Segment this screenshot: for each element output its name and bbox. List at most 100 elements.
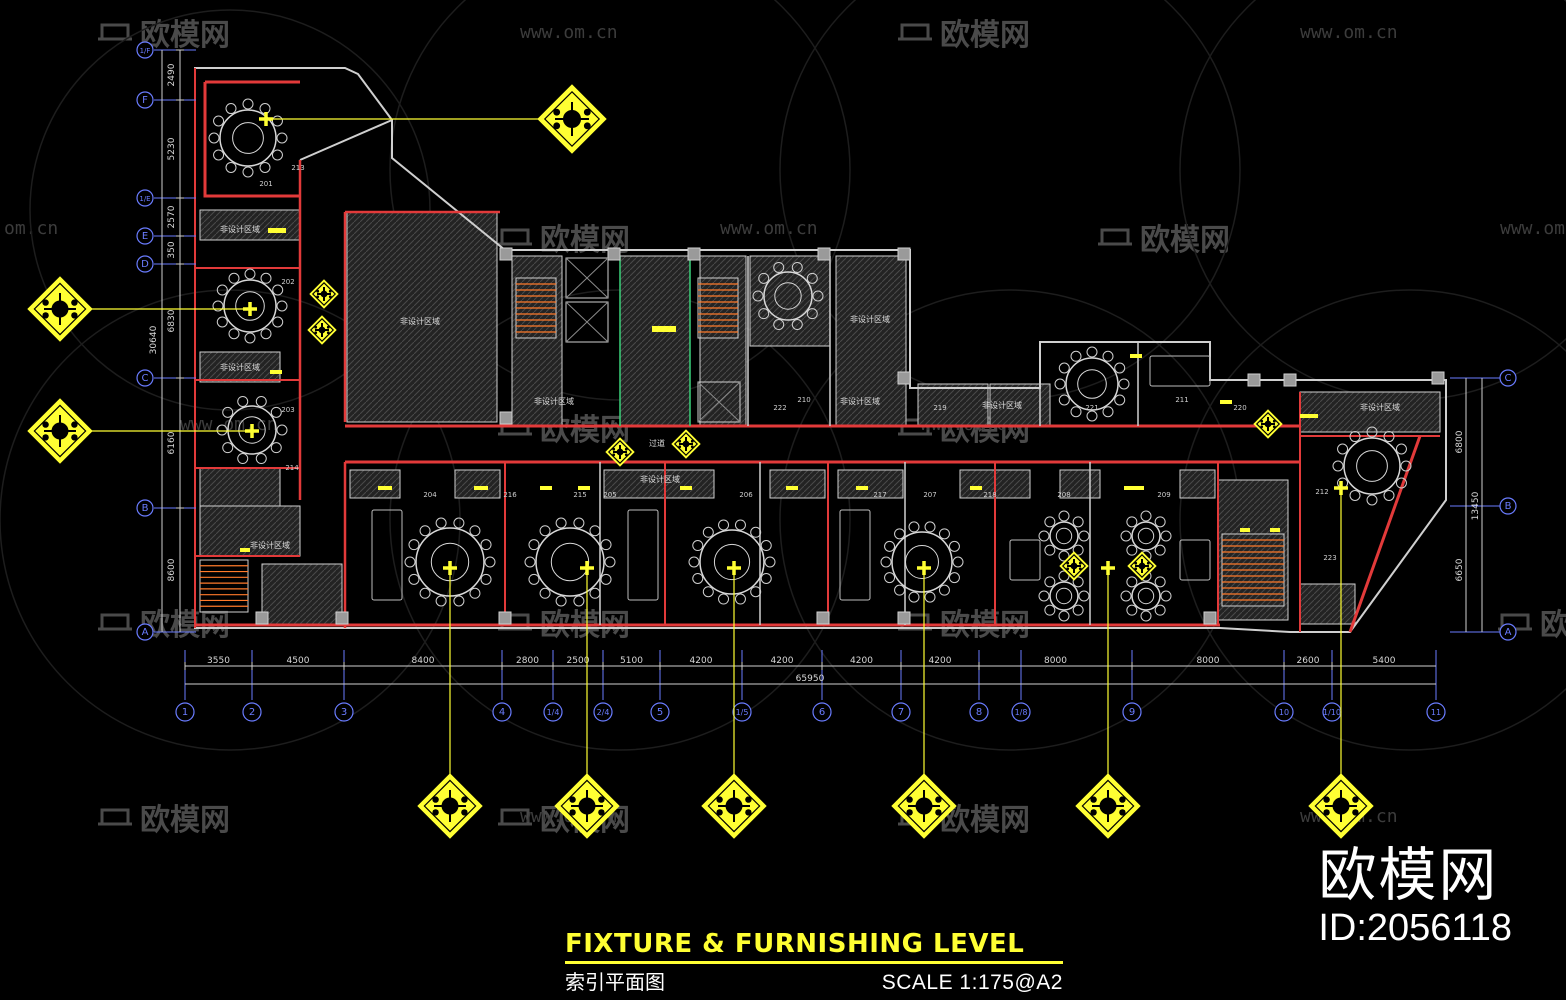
chair — [760, 572, 772, 584]
non-design-area-label: 非设计区域 — [534, 396, 574, 406]
round-dining-table — [1120, 510, 1172, 562]
index-cross — [44, 415, 76, 447]
chair — [806, 272, 818, 284]
chair — [702, 586, 714, 598]
structural-column — [897, 371, 911, 385]
chair — [1058, 610, 1070, 622]
index-dot — [1078, 567, 1082, 571]
chair — [1044, 516, 1056, 528]
chair — [908, 591, 920, 603]
grid-bubble-label: D — [141, 259, 149, 270]
hatched-area — [1179, 469, 1216, 499]
index-cross — [1261, 417, 1275, 431]
chair — [419, 525, 431, 537]
elevator-cross — [565, 257, 609, 299]
staircase — [199, 559, 249, 613]
index-symbols-layer — [27, 84, 1374, 839]
hatched-area — [349, 469, 401, 499]
chair — [1120, 530, 1132, 542]
chair — [1126, 604, 1138, 616]
non-design-area-label: 非设计区域 — [220, 224, 260, 234]
index-symbol — [1253, 409, 1283, 439]
index-dot — [612, 447, 616, 451]
index-dot — [42, 312, 49, 319]
exterior-wall — [1348, 435, 1422, 633]
grid-bubble-label: 1/5 — [736, 708, 749, 717]
dimension-value: 8400 — [412, 656, 435, 666]
wall — [299, 119, 393, 161]
hatched-area — [199, 209, 301, 241]
index-target-mark — [1101, 561, 1115, 575]
structural-column — [607, 247, 621, 261]
stair-outline — [199, 559, 249, 613]
fixture-mark — [268, 228, 286, 233]
chair — [1072, 604, 1084, 616]
labels-layer: 非设计区域非设计区域非设计区域非设计区域非设计区域非设计区域非设计区域非设计区域… — [220, 164, 1400, 562]
room-number: 206 — [739, 491, 753, 499]
fixture-mark — [1130, 354, 1142, 358]
chair — [242, 98, 254, 110]
index-dot — [71, 421, 78, 428]
chair — [734, 593, 746, 605]
chair — [271, 149, 283, 161]
dimension-value: 2500 — [567, 656, 590, 666]
index-diamond-inner — [1129, 553, 1155, 579]
chair — [791, 319, 803, 331]
chair — [212, 300, 224, 312]
chair — [1140, 510, 1152, 522]
chair — [773, 319, 785, 331]
index-dot — [71, 299, 78, 306]
chair — [1120, 590, 1132, 602]
index-cross — [434, 790, 466, 822]
chair — [1154, 576, 1166, 588]
chair — [225, 103, 237, 115]
chair — [1140, 610, 1152, 622]
index-dot — [624, 453, 628, 457]
chair — [216, 284, 228, 296]
index-dot — [553, 122, 561, 130]
room-number: 220 — [1233, 404, 1246, 412]
index-symbol — [417, 773, 483, 839]
watermark-url: www.om.cn — [1300, 22, 1398, 43]
chair — [908, 521, 920, 533]
dimension-value: 4500 — [287, 656, 310, 666]
table-top — [699, 529, 765, 595]
fixture-mark — [652, 326, 676, 332]
index-dot — [1260, 419, 1264, 423]
chair — [435, 517, 447, 529]
chair — [555, 517, 567, 529]
chair — [228, 272, 240, 284]
chair — [480, 539, 492, 551]
drawing-scale: SCALE 1:175@A2 — [881, 971, 1063, 994]
grid-bubble — [732, 702, 752, 722]
watermark-logo-text: 欧模网 — [940, 803, 1030, 838]
chair — [750, 586, 762, 598]
chair — [952, 556, 964, 568]
sofa-set — [1009, 539, 1041, 581]
grid-bubble — [969, 702, 989, 722]
grid-bubble-label: 11 — [1431, 708, 1441, 717]
grid-bubble-label: 1/10 — [1323, 708, 1341, 717]
non-design-area-label: 非设计区域 — [850, 314, 890, 324]
dimension-value: 2800 — [516, 656, 539, 666]
chair — [688, 556, 700, 568]
non-design-area-label: 非设计区域 — [1360, 402, 1400, 412]
chair — [272, 284, 284, 296]
lazy-susan — [1077, 369, 1107, 399]
room-number: 214 — [285, 464, 299, 472]
index-dot — [432, 796, 439, 803]
structural-column — [255, 611, 269, 625]
index-diamond-inner — [543, 90, 601, 148]
title-block: FIXTURE & FURNISHING LEVEL 索引平面图 SCALE 1… — [565, 928, 1065, 995]
chair — [524, 556, 536, 568]
chair — [216, 424, 228, 436]
room-number: 222 — [773, 404, 786, 412]
grid-bubble-label: 4 — [499, 707, 505, 718]
lazy-susan — [905, 545, 939, 579]
grid-bubble — [492, 702, 512, 722]
lazy-susan — [1137, 587, 1155, 605]
watermark-url: www.om.cn — [1500, 218, 1566, 239]
sofa-icon — [498, 228, 532, 246]
index-dot — [328, 295, 332, 299]
chair — [1044, 604, 1056, 616]
